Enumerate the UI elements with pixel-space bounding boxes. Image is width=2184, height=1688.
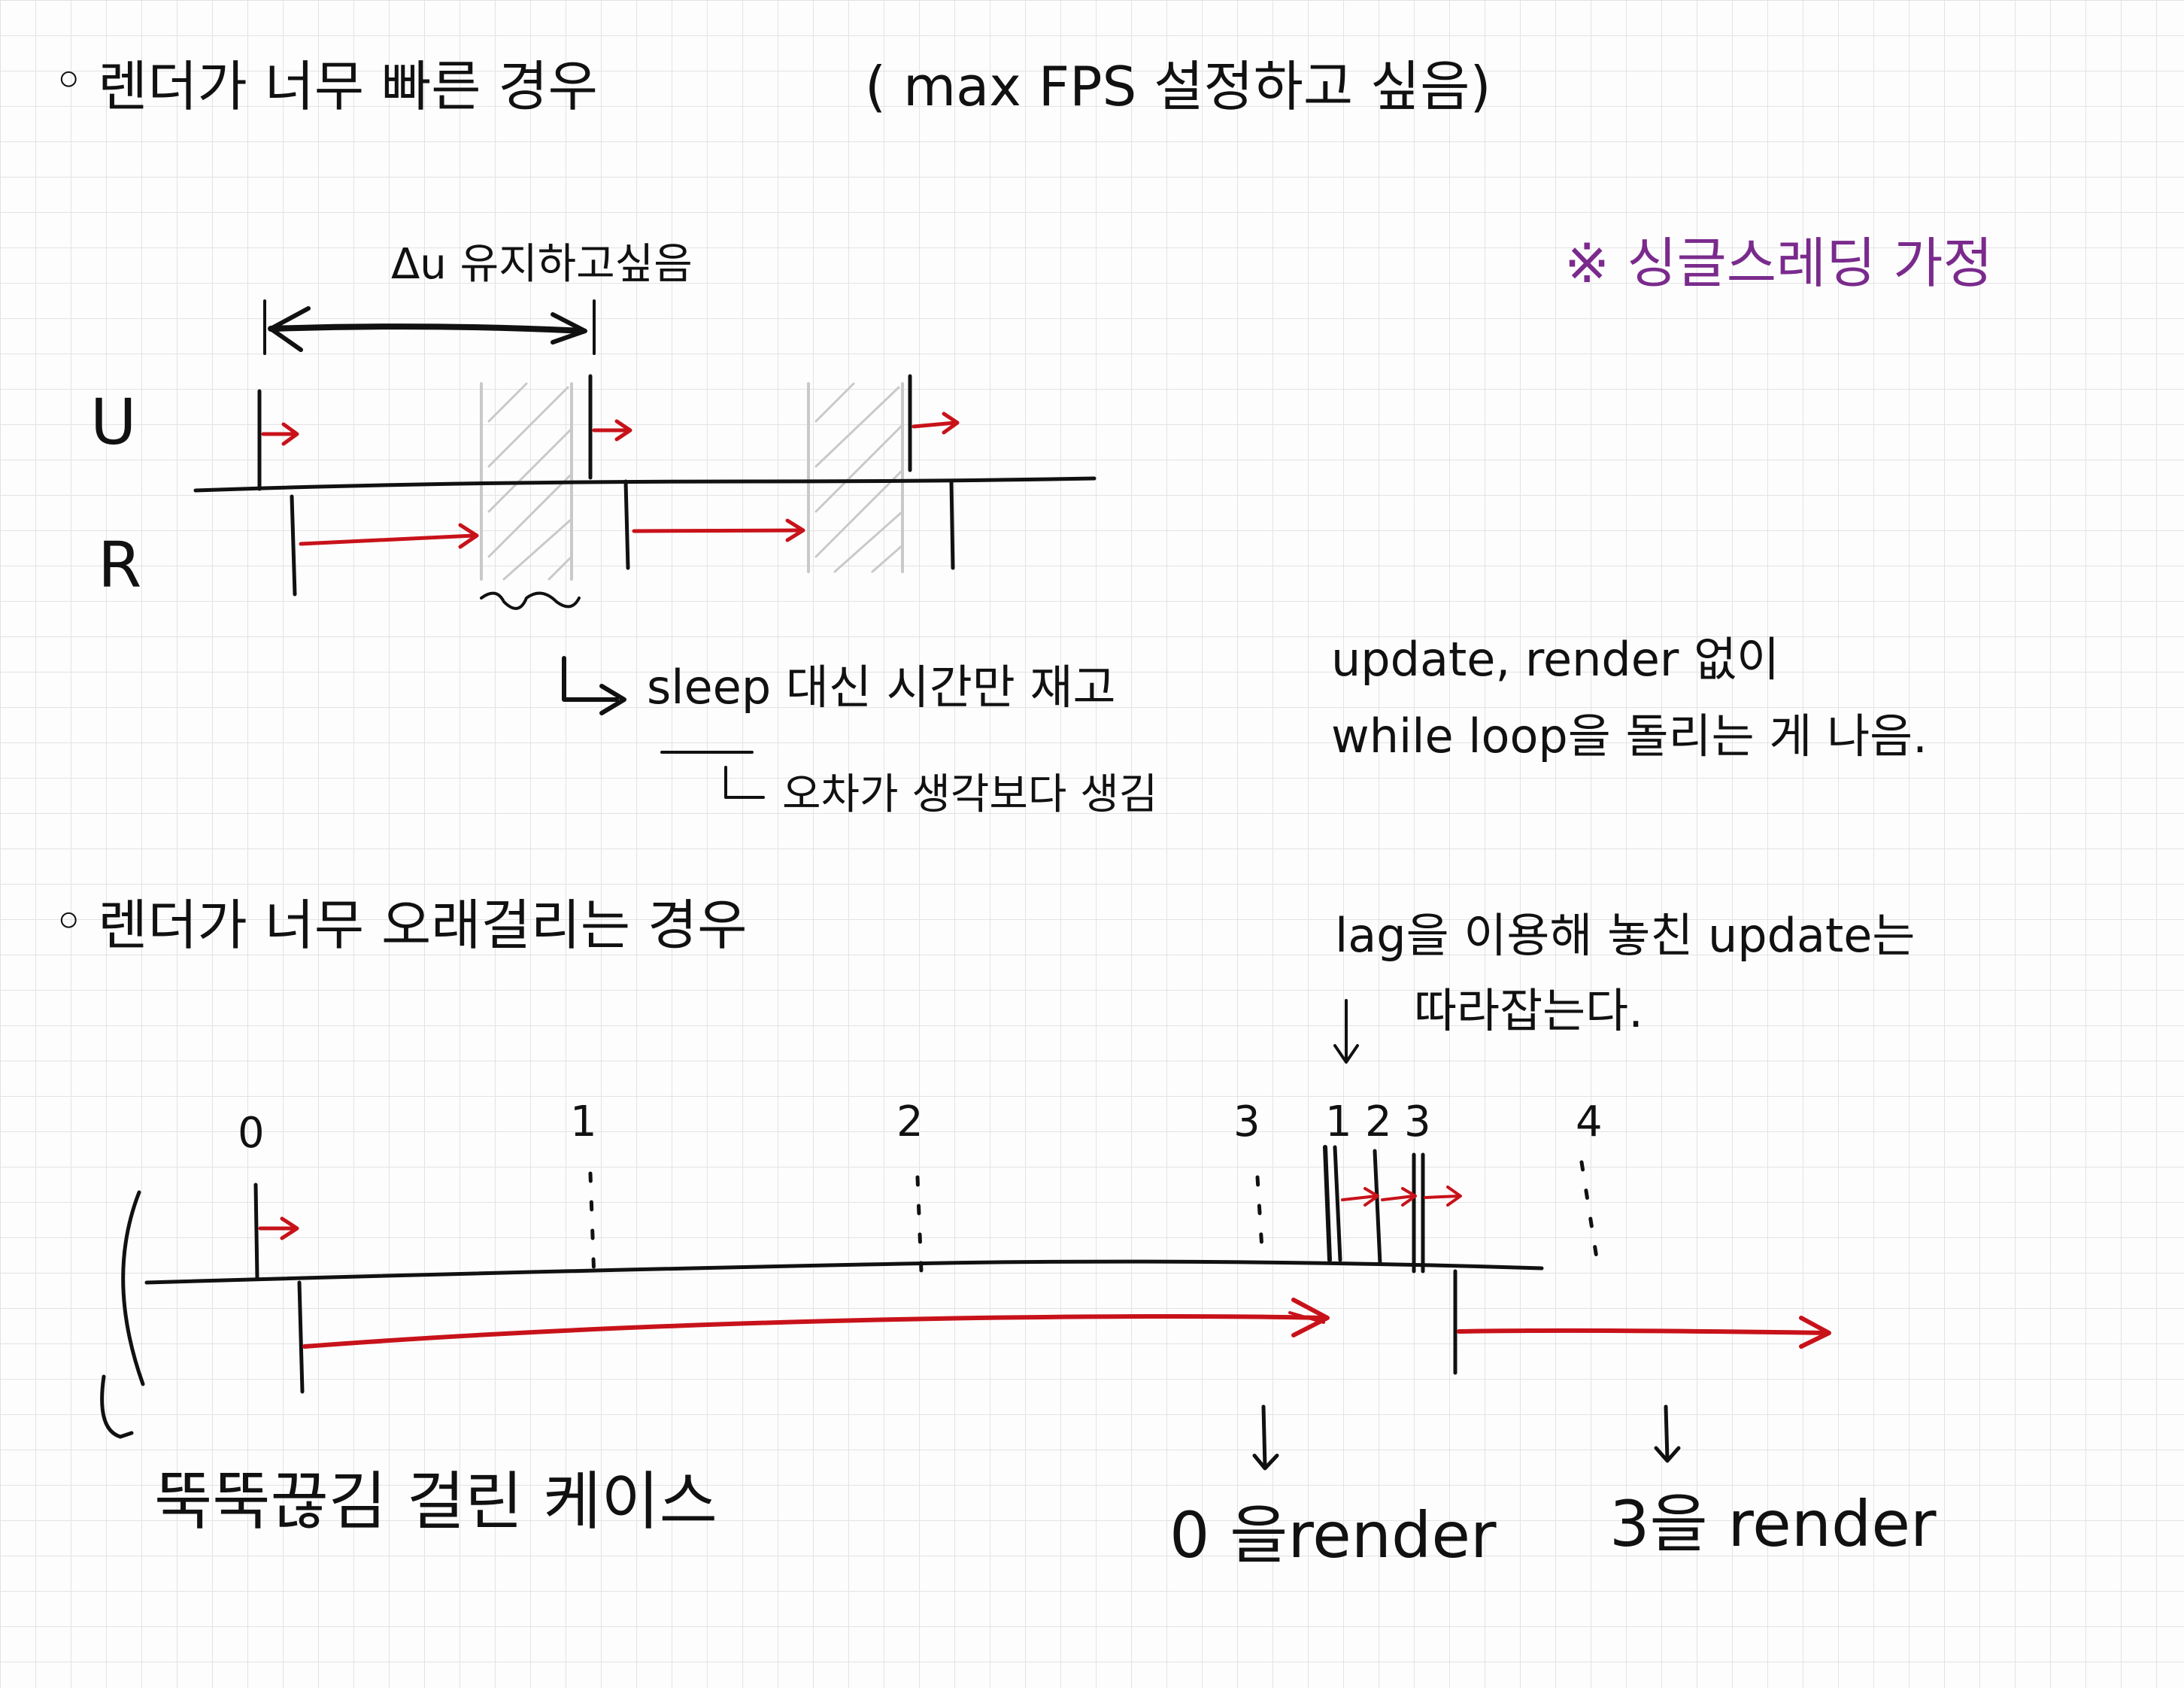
row-u-label: U — [90, 385, 136, 459]
missed-update-dashes — [1255, 1175, 1264, 1251]
stutter-bracket — [121, 1190, 145, 1386]
sleep-hatch-region-2 — [807, 382, 904, 573]
missed-update-dashes — [1579, 1160, 1600, 1270]
error-sub-note: 오차가 생각보다 생김 — [782, 770, 1157, 819]
stutter-note: 뚝뚝끊김 걸린 케이스 — [154, 1465, 717, 1538]
catch-up-tick — [1323, 1145, 1332, 1262]
sleep-note-prefix: sleep 대신 시간만 재고 — [647, 660, 1116, 715]
row-r-label: R — [98, 528, 141, 602]
section1-heading: 렌더가 너무 빠른 경우 — [98, 55, 598, 118]
tick-label: 0 — [238, 1109, 265, 1158]
tick-label: 4 — [1576, 1098, 1603, 1146]
missed-update-dashes — [588, 1171, 596, 1281]
render-tick — [290, 494, 297, 597]
tick-label: 3 — [1233, 1098, 1260, 1146]
lag-note-line2: 따라잡는다. — [1414, 983, 1643, 1038]
delta-u-span-arrow — [263, 299, 596, 355]
render-arrow — [632, 518, 805, 542]
timeline-2-axis — [144, 1259, 1544, 1285]
sleep-note-line1: update, render 없이 — [1331, 632, 1779, 687]
tick-label: 2 — [1365, 1098, 1392, 1146]
missed-update-dashes — [915, 1175, 924, 1274]
timeline-1-axis — [193, 476, 1097, 493]
section1-aside: ( max FPS 설정하고 싶음) — [865, 55, 1491, 118]
sleep-note-line2: while loop을 돌리는 게 나음. — [1331, 709, 1928, 764]
update-tick — [253, 1183, 259, 1281]
render-3-down-arrow — [1654, 1404, 1681, 1463]
catch-up-tick — [1333, 1145, 1342, 1262]
stutter-note-hook — [100, 1374, 134, 1439]
section2-bullet: ◦ — [53, 890, 84, 953]
sub-note-hook — [724, 766, 765, 799]
tick-label: 1 — [570, 1098, 597, 1146]
update-arrow — [261, 422, 299, 446]
single-thread-note: ※ 싱글스레딩 가정 — [1564, 232, 1993, 295]
render-tick — [297, 1280, 305, 1394]
section2-heading: 렌더가 너무 오래걸리는 경우 — [98, 894, 748, 957]
catch-up-arrows — [1341, 1186, 1462, 1207]
delta-u-label: Δu 유지하고싶음 — [391, 240, 693, 289]
sleep-note-arrow — [562, 656, 626, 715]
lag-note-down-arrow — [1333, 999, 1359, 1064]
render-0-note: 0 을render — [1169, 1498, 1497, 1572]
update-arrow — [258, 1216, 299, 1240]
render-arrow-long — [302, 1298, 1330, 1349]
catch-up-tick — [1373, 1149, 1382, 1266]
sleep-hatch-region-1 — [480, 382, 573, 581]
tick-label: 3 — [1404, 1098, 1431, 1146]
render-3-note: 3을 render — [1609, 1487, 1937, 1561]
tick-label: 2 — [896, 1098, 924, 1146]
update-arrow — [592, 419, 632, 442]
section1-bullet: ◦ — [53, 49, 84, 112]
tick-label: 1 — [1325, 1098, 1352, 1146]
update-arrow — [912, 411, 960, 435]
render-tick — [949, 479, 955, 570]
squiggle-mark — [480, 591, 581, 610]
render-0-down-arrow — [1252, 1404, 1279, 1471]
render-arrow — [299, 523, 479, 549]
render-tick — [623, 479, 630, 570]
render-arrow-long — [1457, 1316, 1831, 1349]
lag-note-line1: lag을 이용해 놓친 update는 — [1335, 908, 1915, 963]
